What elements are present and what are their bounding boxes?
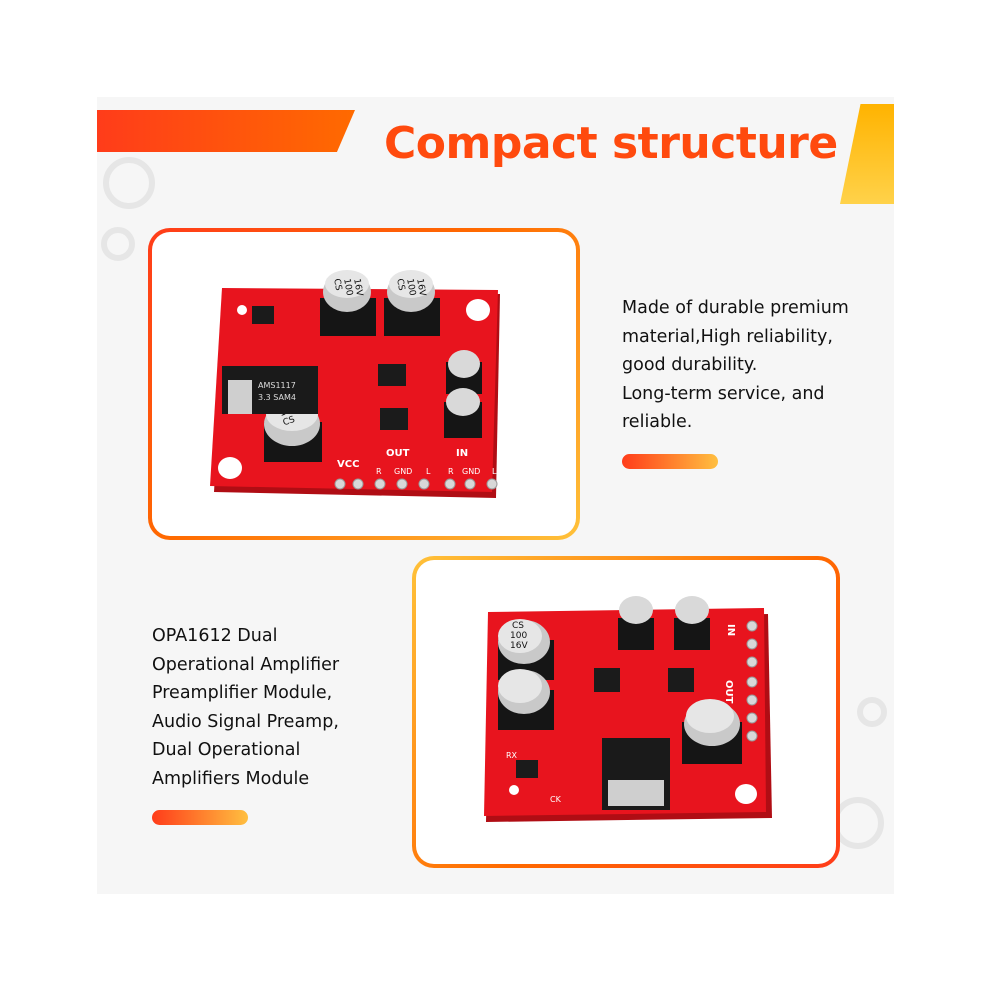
silk-r: R: [448, 467, 454, 476]
feature-line: material,High reliability,: [622, 326, 833, 347]
capacitor-label: 16V: [414, 278, 427, 298]
silk-gnd: GND: [394, 467, 412, 476]
gear-decoration-icon: [101, 227, 135, 261]
product-line: Dual Operational: [152, 740, 301, 760]
silk-in: IN: [725, 624, 736, 636]
pcb-board-top-image: CS 100 16V CS 100 16V 16V 100 CS AMS1117…: [210, 270, 500, 498]
pcb-board-bottom-image: CS 100 16V IN OUT RX CK: [484, 596, 772, 822]
silk-out: OUT: [723, 680, 734, 704]
accent-bar-left: [97, 110, 355, 152]
feature-line: reliable.: [622, 412, 693, 432]
capacitor-label: CS: [394, 278, 406, 292]
capacitor-label: 16V: [351, 278, 364, 298]
silk-r: R: [376, 467, 382, 476]
silk-in: IN: [456, 448, 468, 459]
product-line: Preamplifier Module,: [152, 683, 333, 703]
capacitor-label: CS: [512, 621, 524, 631]
feature-description: Made of durable premium material,High re…: [622, 294, 849, 437]
feature-line: Long-term service, and: [622, 383, 825, 404]
gear-decoration-icon: [103, 157, 155, 209]
product-line: OPA1612 Dual: [152, 626, 278, 646]
accent-pill: [152, 810, 248, 825]
feature-line: good durability.: [622, 355, 758, 375]
product-description: OPA1612 Dual Operational Amplifier Pream…: [152, 622, 339, 793]
gear-decoration-icon: [857, 697, 887, 727]
feature-line: Made of durable premium: [622, 298, 849, 318]
regulator-label: AMS1117: [258, 381, 296, 390]
silk-ck: CK: [550, 795, 562, 804]
product-line: Operational Amplifier: [152, 654, 340, 675]
silk-rx: RX: [506, 751, 518, 760]
capacitor-label: 16V: [510, 641, 528, 651]
silk-l: L: [492, 467, 497, 476]
page-title: Compact structure: [384, 118, 838, 169]
capacitor-label: 100: [404, 278, 417, 297]
product-line: Audio Signal Preamp,: [152, 711, 339, 732]
capacitor-label: 100: [510, 631, 527, 641]
regulator-sub-label: 3.3 SAM4: [258, 393, 296, 402]
product-line: Amplifiers Module: [152, 768, 310, 789]
capacitor-label: 100: [341, 278, 354, 297]
capacitor-label: CS: [331, 278, 343, 292]
silk-out: OUT: [386, 448, 410, 459]
silk-gnd: GND: [462, 467, 480, 476]
capacitor-label: CS: [282, 415, 297, 429]
silk-vcc: VCC: [337, 459, 359, 470]
silk-l: L: [426, 467, 431, 476]
accent-pill: [622, 454, 718, 469]
